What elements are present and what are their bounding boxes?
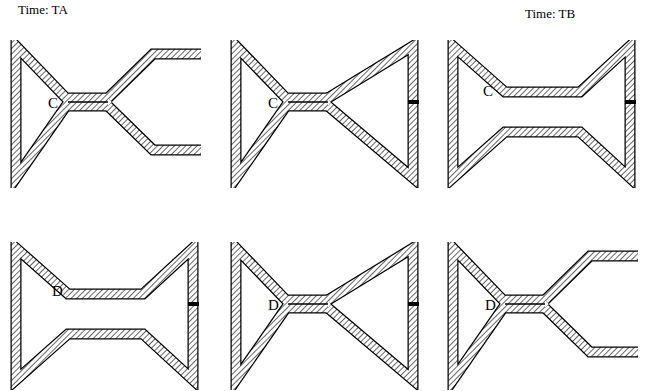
time-label: Time: TA — [18, 2, 68, 18]
chamber-letter: C — [268, 96, 278, 111]
chamber-letter: C — [48, 96, 58, 111]
chamber-shape: D — [445, 242, 645, 390]
wall-outline — [328, 248, 413, 380]
wall-hatch — [108, 54, 201, 98]
wall-hatch — [108, 106, 201, 150]
wall-outline — [236, 248, 328, 380]
chamber-outline — [8, 40, 208, 188]
wall-seam — [505, 303, 545, 305]
chamber-outline — [8, 242, 208, 390]
wall-hatch — [236, 248, 328, 380]
wall-hatch — [545, 308, 638, 352]
chamber-shape: D — [8, 242, 208, 390]
wall-seam — [68, 101, 108, 103]
chamber-shape: C — [228, 40, 428, 188]
wall-outline — [108, 54, 201, 98]
chamber-outline — [228, 40, 428, 188]
wall-seam — [288, 303, 328, 305]
wall-outline — [545, 308, 638, 352]
wall-hatch — [328, 46, 413, 178]
wall-hatch — [328, 248, 413, 380]
wall-seam — [288, 101, 328, 103]
wall-outline — [16, 46, 108, 178]
chamber-shape: D — [228, 242, 428, 390]
time-label: Time: TB — [525, 6, 575, 22]
valve-mark — [188, 302, 199, 306]
valve-mark — [408, 302, 419, 306]
wall-outline — [328, 46, 413, 178]
wall-outline — [108, 106, 201, 150]
wall-hatch — [545, 256, 638, 300]
chamber-letter: C — [483, 84, 493, 99]
chamber-shape: C — [445, 40, 645, 188]
chamber-letter: D — [268, 298, 279, 313]
chamber-shape: C — [8, 40, 208, 188]
chamber-outline — [445, 242, 645, 390]
wall-hatch — [453, 248, 545, 380]
chamber-outline — [228, 242, 428, 390]
wall-outline — [545, 256, 638, 300]
chamber-letter: D — [485, 298, 496, 313]
wall-outline — [16, 248, 193, 380]
wall-hatch — [16, 46, 108, 178]
wall-hatch — [236, 46, 328, 178]
chamber-letter: D — [52, 284, 63, 299]
chamber-outline — [445, 40, 645, 188]
wall-hatch — [16, 248, 193, 380]
wall-outline — [453, 46, 630, 178]
valve-mark — [408, 100, 419, 104]
wall-hatch — [453, 46, 630, 178]
valve-mark — [625, 100, 636, 104]
wall-outline — [453, 248, 545, 380]
wall-outline — [236, 46, 328, 178]
